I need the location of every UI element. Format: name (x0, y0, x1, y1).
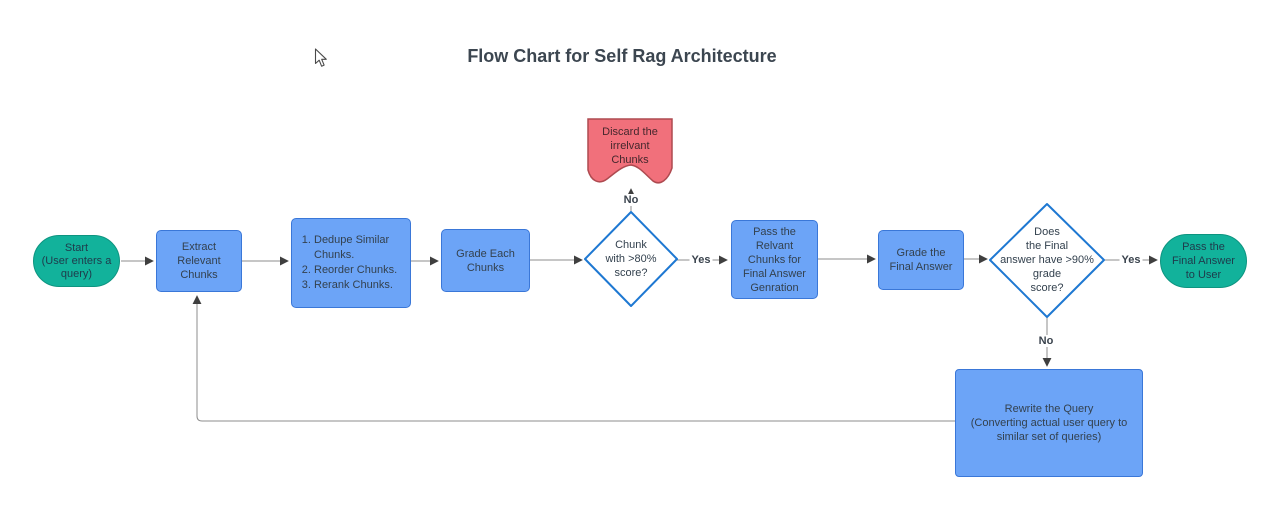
grade-each-chunks-node[interactable]: Grade Each Chunks (441, 229, 530, 292)
grade-final-answer-node[interactable]: Grade the Final Answer (878, 230, 964, 290)
grade-each-chunks-label: Grade Each Chunks (456, 247, 515, 274)
edge-label-yes-chunk: Yes (689, 254, 713, 266)
edge-label-no-chunk: No (621, 194, 641, 206)
edge-label-no-answer: No (1036, 335, 1056, 347)
preprocess-steps-list: Dedupe Similar Chunks. Reorder Chunks. R… (292, 233, 410, 293)
edge-label-yes-answer: Yes (1119, 254, 1143, 266)
discard-chunks-flag-shape[interactable] (587, 118, 673, 184)
edge-rewrite-extract-loop (192, 295, 955, 422)
preprocess-step: Rerank Chunks. (314, 278, 406, 293)
end-node[interactable]: Pass the Final Answer to User (1160, 234, 1247, 288)
preprocess-step: Dedupe Similar Chunks. (314, 233, 406, 263)
preprocess-chunks-node[interactable]: Dedupe Similar Chunks. Reorder Chunks. R… (291, 218, 411, 308)
end-node-label: Pass the Final Answer to User (1172, 241, 1235, 281)
mouse-cursor-icon (314, 48, 327, 67)
decision-answer-score-shape[interactable] (989, 203, 1105, 318)
rewrite-query-node[interactable]: Rewrite the Query (Converting actual use… (955, 369, 1143, 477)
extract-chunks-label: Extract Relevant Chunks (177, 241, 221, 281)
rewrite-query-label: Rewrite the Query (Converting actual use… (970, 403, 1128, 443)
pass-relevant-chunks-label: Pass the Relvant Chunks for Final Answer… (743, 225, 806, 294)
start-node-label: Start (User enters a query) (41, 241, 112, 280)
preprocess-step: Reorder Chunks. (314, 263, 406, 278)
diagram-title: Flow Chart for Self Rag Architecture (467, 46, 777, 66)
extract-chunks-node[interactable]: Extract Relevant Chunks (156, 230, 242, 292)
decision-chunk-score-shape[interactable] (584, 211, 678, 307)
start-node[interactable]: Start (User enters a query) (33, 235, 120, 287)
pass-relevant-chunks-node[interactable]: Pass the Relvant Chunks for Final Answer… (731, 220, 818, 299)
grade-final-answer-label: Grade the Final Answer (889, 247, 953, 273)
